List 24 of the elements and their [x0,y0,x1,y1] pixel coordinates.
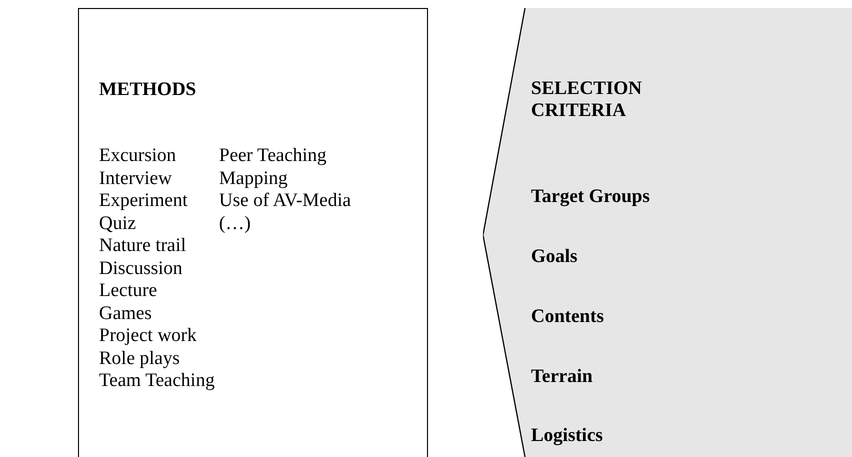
list-item: Goals [531,246,578,268]
list-item: Interview [99,168,172,190]
list-box [78,8,428,457]
list-item: Role plays [99,348,180,370]
list-item: Discussion [99,258,182,280]
list-item: Project work [99,325,197,347]
list-item: Logistics [531,425,603,447]
heading: METHODS [99,79,196,101]
list-item: Use of AV-Media [219,190,351,212]
list-item: Contents [531,306,604,328]
list-item: Lecture [99,280,158,302]
list-item: Peer Teaching [219,145,327,167]
heading: SELECTION CRITERIA [531,78,643,122]
list-item: Nature trail [99,235,186,257]
list-item: Games [99,302,152,324]
list-item: Target Groups [531,186,650,208]
list-item: Quiz [99,212,136,234]
list-item: Experiment [99,190,188,212]
list-item: (…) [219,212,251,234]
chevron-shape [483,8,852,457]
list-item: Mapping [219,168,288,190]
list-item: Team Teaching [99,370,215,392]
list-item: Terrain [531,366,593,388]
list-item: Excursion [99,145,176,167]
